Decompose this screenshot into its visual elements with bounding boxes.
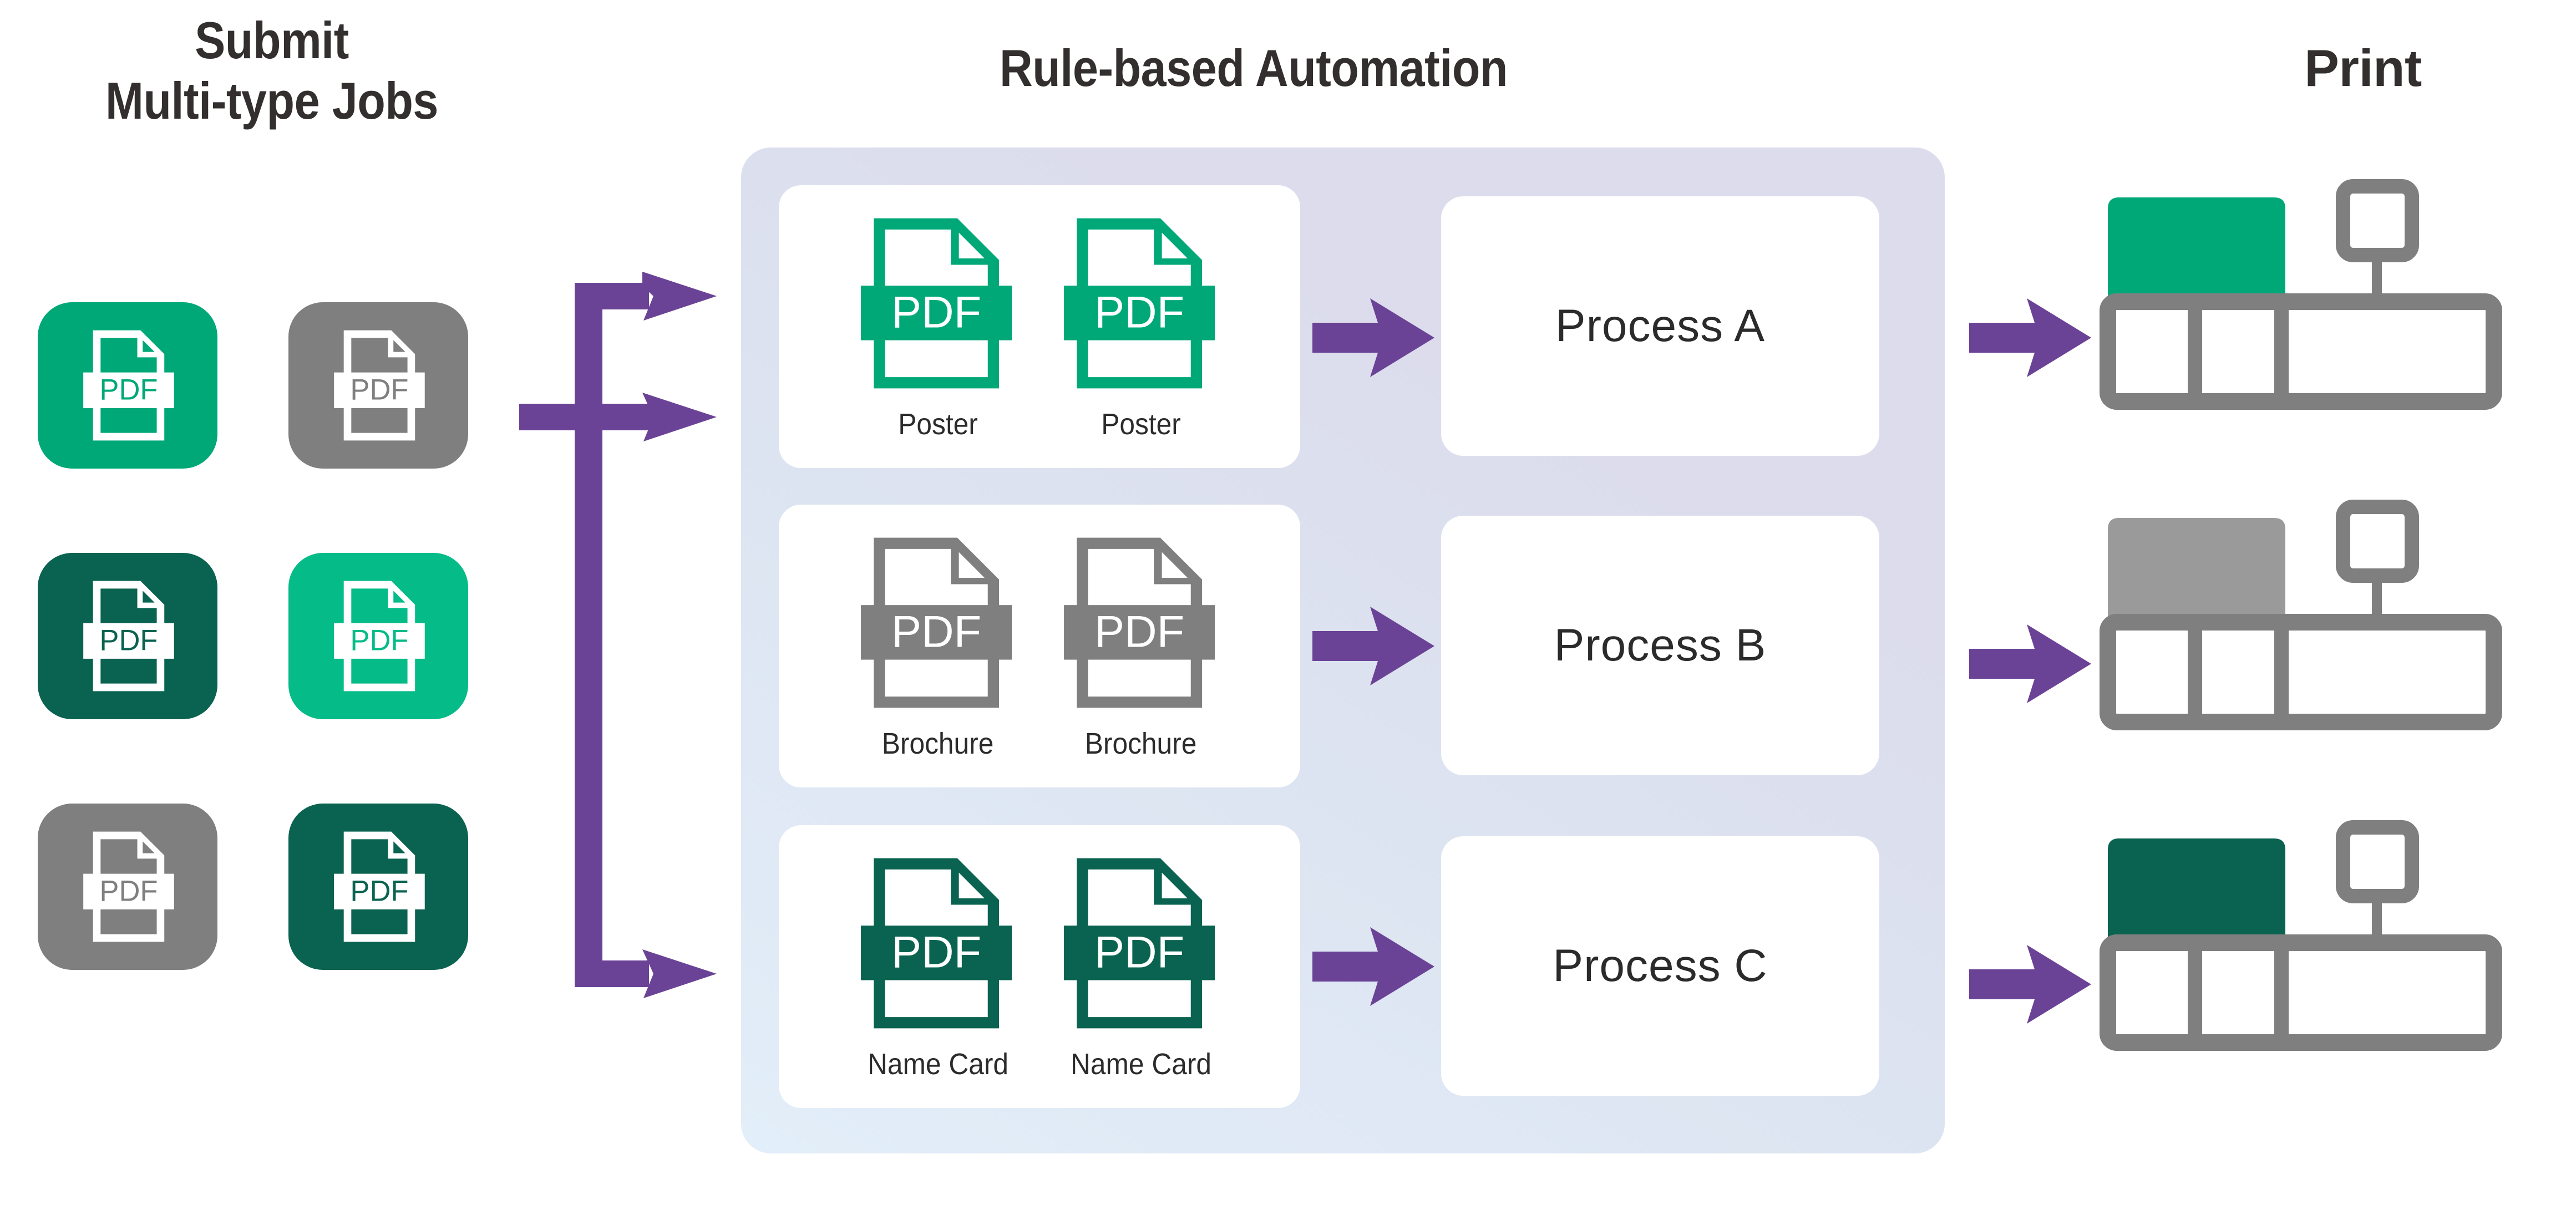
svg-text:PDF: PDF bbox=[891, 927, 981, 977]
pdf-file-icon: PDF bbox=[334, 831, 425, 942]
svg-text:PDF: PDF bbox=[1094, 287, 1184, 337]
svg-text:PDF: PDF bbox=[350, 373, 408, 406]
job-slot[interactable]: PDF Poster bbox=[1061, 212, 1221, 441]
process-box-1[interactable]: Process B bbox=[1441, 516, 1879, 775]
rule-based-automation-panel: PDF Poster PDF Poster Process A PDF Broc… bbox=[741, 148, 1945, 1153]
job-slot[interactable]: PDF Name Card bbox=[1061, 852, 1221, 1081]
pdf-file-icon: PDF bbox=[83, 330, 174, 441]
process-box-0[interactable]: Process A bbox=[1441, 196, 1879, 456]
three-way-split-arrow bbox=[519, 272, 717, 998]
svg-text:PDF: PDF bbox=[350, 875, 408, 907]
pdf-file-icon: PDF bbox=[861, 537, 1012, 708]
pdf-file-icon: PDF bbox=[334, 330, 425, 441]
arrow-right-print-2 bbox=[1969, 945, 2091, 1024]
arrow-right-print-1 bbox=[1969, 624, 2091, 703]
printing-press-icon-1 bbox=[2100, 500, 2502, 730]
pdf-file-icon: PDF bbox=[83, 581, 174, 692]
job-label: Name Card bbox=[1070, 1048, 1212, 1081]
svg-text:PDF: PDF bbox=[99, 875, 158, 907]
submit-tile-2[interactable]: PDF bbox=[38, 553, 217, 719]
submit-tile-5[interactable]: PDF bbox=[288, 804, 468, 970]
job-card-row-1[interactable]: PDF Brochure PDF Brochure bbox=[779, 505, 1300, 787]
process-label: Process B bbox=[1554, 620, 1767, 670]
job-slot[interactable]: PDF Poster bbox=[858, 212, 1018, 441]
job-card-row-2[interactable]: PDF Name Card PDF Name Card bbox=[779, 825, 1300, 1108]
submit-tile-0[interactable]: PDF bbox=[38, 302, 217, 469]
process-label: Process A bbox=[1555, 301, 1766, 351]
printing-press-icon-0 bbox=[2100, 179, 2502, 410]
svg-text:PDF: PDF bbox=[350, 624, 408, 657]
process-box-2[interactable]: Process C bbox=[1441, 836, 1879, 1096]
pdf-file-icon: PDF bbox=[861, 858, 1012, 1029]
job-slot[interactable]: PDF Name Card bbox=[858, 852, 1018, 1081]
submit-tile-4[interactable]: PDF bbox=[38, 804, 217, 970]
process-label: Process C bbox=[1553, 941, 1768, 991]
svg-text:PDF: PDF bbox=[99, 624, 158, 657]
job-card-row-0[interactable]: PDF Poster PDF Poster bbox=[779, 185, 1300, 468]
job-label: Name Card bbox=[867, 1048, 1009, 1081]
pdf-file-icon: PDF bbox=[1064, 537, 1215, 708]
job-label: Poster bbox=[1101, 408, 1181, 441]
page-title-rules: Rule-based Automation bbox=[999, 39, 1508, 97]
pdf-file-icon: PDF bbox=[1064, 858, 1215, 1029]
page-title-submit-line1: Submit bbox=[195, 11, 349, 69]
arrow-right-row-1 bbox=[1312, 607, 1434, 685]
job-label: Poster bbox=[898, 408, 978, 441]
arrow-right-print-0 bbox=[1969, 298, 2091, 377]
pdf-file-icon: PDF bbox=[83, 831, 174, 942]
job-slot[interactable]: PDF Brochure bbox=[1061, 531, 1221, 761]
page-title-submit-line2: Multi-type Jobs bbox=[105, 72, 439, 130]
svg-text:PDF: PDF bbox=[891, 287, 981, 337]
page-title-submit: Submit Multi-type Jobs bbox=[33, 10, 511, 131]
job-label: Brochure bbox=[882, 727, 994, 760]
svg-text:PDF: PDF bbox=[1094, 927, 1184, 977]
print-output-column bbox=[2097, 166, 2574, 1165]
submit-tile-1[interactable]: PDF bbox=[288, 302, 468, 469]
job-label: Brochure bbox=[1085, 727, 1197, 760]
svg-text:PDF: PDF bbox=[1094, 607, 1184, 657]
submit-tile-3[interactable]: PDF bbox=[288, 553, 468, 719]
pdf-file-icon: PDF bbox=[1064, 218, 1215, 389]
printing-press-icon-2 bbox=[2100, 820, 2502, 1051]
arrow-right-row-2 bbox=[1312, 927, 1434, 1006]
page-title-print: Print bbox=[2304, 39, 2422, 97]
pdf-file-icon: PDF bbox=[861, 218, 1012, 389]
pdf-file-icon: PDF bbox=[334, 581, 425, 692]
submit-jobs-grid: PDF PDF PDF PDF PDF PDF bbox=[33, 302, 533, 1029]
svg-text:PDF: PDF bbox=[99, 373, 158, 406]
svg-text:PDF: PDF bbox=[891, 607, 981, 657]
arrow-right-row-0 bbox=[1312, 298, 1434, 377]
job-slot[interactable]: PDF Brochure bbox=[858, 531, 1018, 761]
